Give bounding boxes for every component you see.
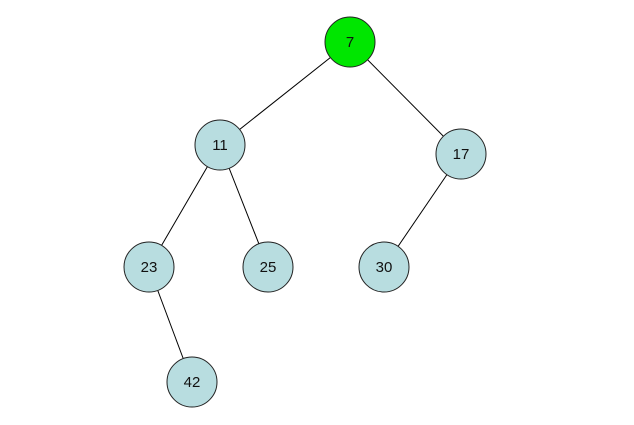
node-circle (166, 356, 218, 408)
node-label: 25 (260, 259, 277, 276)
node-label: 42 (184, 374, 201, 391)
tree-node-25: 25 (242, 241, 294, 293)
tree-node-17: 17 (435, 128, 487, 180)
node-circle (324, 16, 376, 68)
tree-node-30: 30 (358, 241, 410, 293)
tree-node-11: 11 (194, 119, 246, 171)
node-circle (435, 128, 487, 180)
edge-7-11 (219, 41, 351, 146)
node-label: 7 (346, 34, 354, 51)
node-label: 30 (376, 259, 393, 276)
node-circle (123, 241, 175, 293)
node-circle (194, 119, 246, 171)
edge-7-17 (349, 41, 462, 155)
tree-node-23: 23 (123, 241, 175, 293)
tree-node-7: 7 (324, 16, 376, 68)
tree-node-42: 42 (166, 356, 218, 408)
node-label: 23 (141, 259, 158, 276)
node-label: 11 (212, 137, 228, 154)
node-circle (242, 241, 294, 293)
edges-layer (148, 41, 462, 383)
nodes-layer: 7 11 17 23 25 30 42 (123, 16, 487, 408)
node-circle (358, 241, 410, 293)
node-label: 17 (453, 146, 470, 163)
